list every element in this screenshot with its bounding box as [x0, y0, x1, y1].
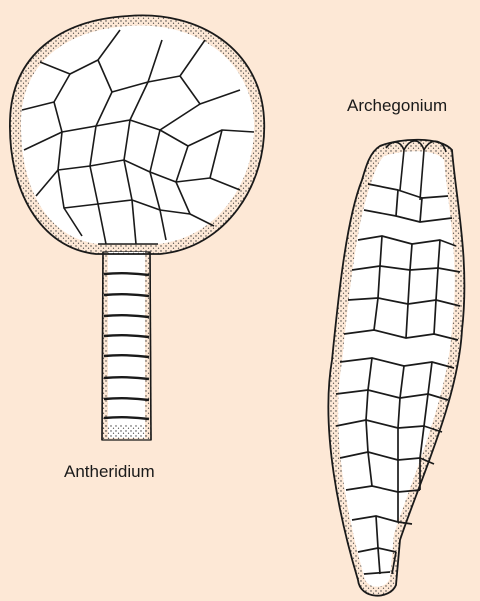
antheridium-stalk: [102, 252, 151, 440]
antheridium-label: Antheridium: [64, 462, 155, 482]
archegonium: [328, 140, 464, 596]
antheridium-head: [10, 15, 264, 254]
antheridium: [10, 15, 264, 440]
archegonium-label: Archegonium: [347, 96, 447, 116]
